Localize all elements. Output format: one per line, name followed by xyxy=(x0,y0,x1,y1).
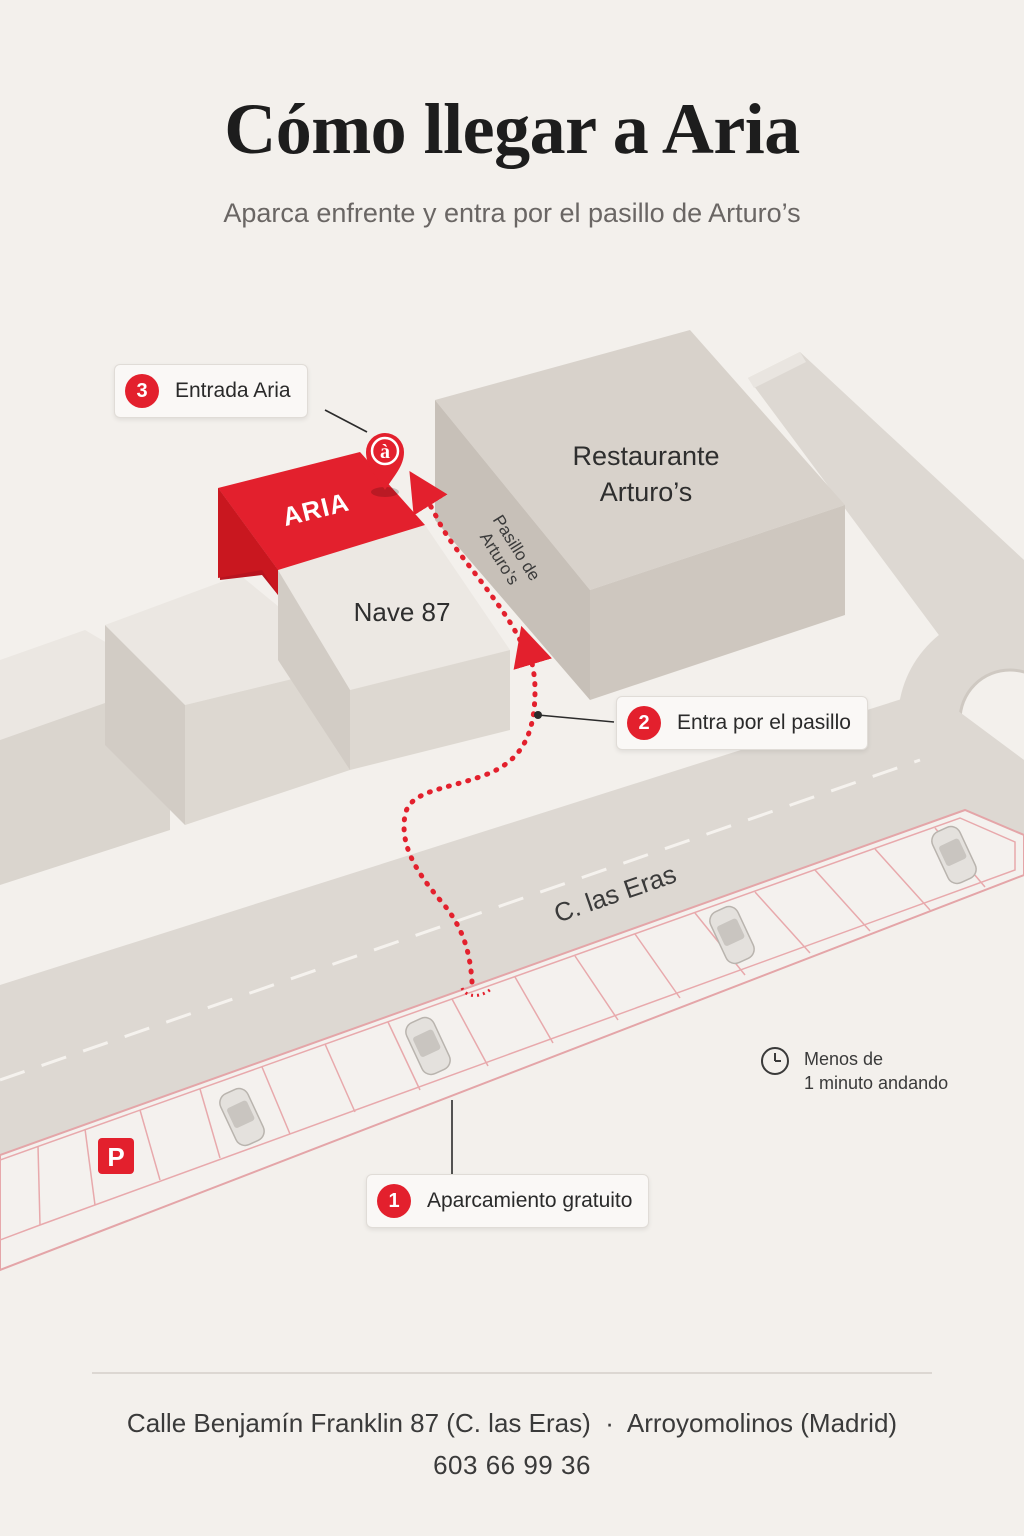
building-nave-87: Nave 87 xyxy=(278,525,510,770)
parking-sign-icon: P xyxy=(98,1138,134,1174)
restaurant-label-line1: Restaurante xyxy=(572,441,719,471)
footer-address: Calle Benjamín Franklin 87 (C. las Eras)… xyxy=(126,1408,898,1438)
step-1-label: Aparcamiento gratuito xyxy=(427,1189,633,1212)
route-start-loop xyxy=(460,986,494,997)
page-subtitle: Aparca enfrente y entra por el pasillo d… xyxy=(223,198,801,228)
callout-step-3: 3 Entrada Aria xyxy=(114,364,308,418)
step-2-label: Entra por el pasillo xyxy=(677,711,851,734)
step-1-number: 1 xyxy=(377,1184,411,1218)
road-las-eras xyxy=(0,690,1024,1165)
nave-label: Nave 87 xyxy=(354,597,451,627)
footer-divider xyxy=(92,1372,932,1374)
walk-note-line2: 1 minuto andando xyxy=(804,1073,949,1093)
clock-icon xyxy=(761,1047,789,1075)
step-3-number: 3 xyxy=(125,374,159,408)
walking-route xyxy=(401,625,552,985)
callout-leaders xyxy=(324,409,615,1174)
callout-anchor-dot xyxy=(534,711,542,719)
step-2-number: 2 xyxy=(627,706,661,740)
restaurant-label-line2: Arturo’s xyxy=(600,477,693,507)
step-3-label: Entrada Aria xyxy=(175,379,291,402)
parked-car xyxy=(931,825,977,885)
walk-time-note: Menos de 1 minuto andando xyxy=(760,1046,948,1095)
parking-symbol: P xyxy=(107,1142,124,1172)
callout-step-2: 2 Entra por el pasillo xyxy=(616,696,868,750)
parked-car xyxy=(219,1087,265,1147)
page-title: Cómo llegar a Aria xyxy=(224,89,800,169)
parked-car xyxy=(405,1016,451,1076)
entrance-pin-icon: à xyxy=(366,433,404,497)
aria-building: ARIA xyxy=(218,452,425,595)
callout-step-1: 1 Aparcamiento gratuito xyxy=(366,1174,650,1228)
parked-car xyxy=(709,905,755,965)
side-road xyxy=(748,352,1024,760)
building-restaurante-arturos: Restaurante Arturo’s xyxy=(435,330,845,700)
parking-strip xyxy=(0,808,1024,1272)
footer-phone: 603 66 99 36 xyxy=(433,1450,591,1480)
entrance-pin-symbol: à xyxy=(380,441,390,463)
walk-note-line1: Menos de xyxy=(804,1049,884,1069)
